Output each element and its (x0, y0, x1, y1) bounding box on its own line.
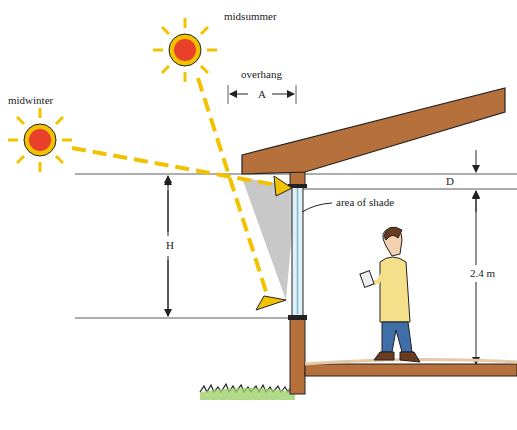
dimension-label: overhang (241, 68, 282, 80)
ray-head-winter (274, 176, 292, 196)
leader-line (302, 203, 332, 212)
dimension-label: H (164, 239, 176, 251)
season-label: midwinter (8, 94, 53, 106)
window-glass (297, 188, 299, 314)
sun-winter (8, 108, 72, 172)
sun-rays (72, 78, 282, 298)
callout-label: area of shade (336, 196, 394, 208)
season-label: midsummer (224, 10, 277, 22)
reference-lines (75, 85, 517, 318)
wall-top (290, 172, 305, 186)
sun-summer (153, 18, 217, 82)
dimension-label: D (446, 175, 454, 187)
dimension-label: A (256, 88, 268, 100)
window (292, 186, 303, 316)
window-sill (288, 315, 307, 320)
dimension-label: 2.4 m (468, 267, 497, 279)
lawn (200, 388, 295, 400)
floor (305, 364, 517, 376)
roof (242, 88, 505, 174)
ray-head-summer (256, 296, 286, 310)
person (360, 227, 420, 362)
wall-lower (290, 316, 305, 394)
